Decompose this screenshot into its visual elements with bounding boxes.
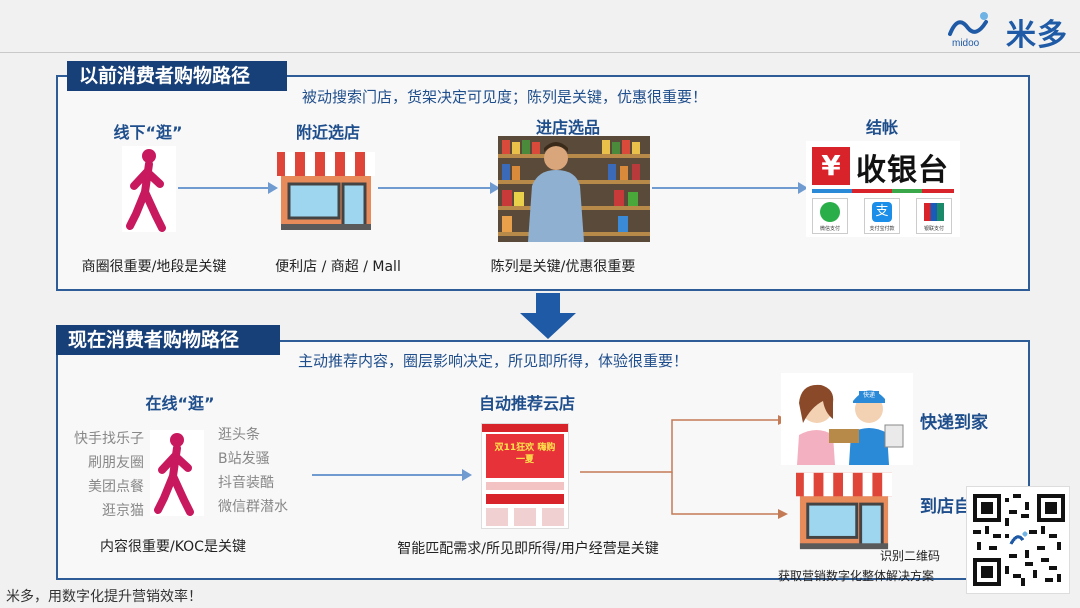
online-right-item: 抖音装酷 [218,475,274,491]
courier-cap-text: 快递 [863,391,875,399]
online-stroll-caption: 内容很重要/KOC是关键 [100,539,246,555]
before-subtitle: 被动搜索门店，货架决定可见度；陈列是关键，优惠很重要！ [302,88,708,106]
logo-sub-text: midoo [952,38,980,48]
online-left-item: 快手找乐子 [74,431,144,447]
shelf-shopper-photo [498,136,650,242]
colored-rule [812,189,852,193]
step-choose-store-title: 附近选店 [295,123,360,142]
phone-screenshot: 双11狂欢 嗨购一夏 [481,423,569,529]
store-pickup-label: 到店自 [920,497,971,517]
qr-code-icon [973,494,1065,586]
arrow-line [178,187,268,189]
arrow-head-icon [798,182,808,194]
online-left-item: 逛京猫 [102,503,144,519]
midoo-logo-icon: midoo [948,12,988,48]
down-arrow-icon [520,293,576,339]
colored-rule [812,189,954,193]
qr-hint-line1: 识别二维码 [880,549,941,563]
arrow-line [378,187,490,189]
cashier-text: 收银台 [856,153,949,188]
footer-slogan: 米多，用数字化提升营销效率！ [6,589,202,605]
walking-person-icon [150,430,204,516]
unionpay-icon: 银联支付 [916,198,952,234]
wechat-pay-label: 微信支付 [819,226,840,232]
yen-icon: ¥ [812,147,850,185]
colored-rule [892,189,922,193]
online-left-item: 刷朋友圈 [88,455,144,471]
alipay-label: 支付宝付款 [869,226,895,232]
home-delivery-label: 快递到家 [920,413,988,433]
promo-banner-text: 双11狂欢 嗨购一夏 [494,443,556,465]
online-right-item: B站发骚 [218,451,270,467]
online-right-item: 微信群潜水 [218,499,288,515]
brand-name: 米多 [1006,18,1068,53]
arrow-head-icon [462,469,472,481]
step-offline-stroll-caption: 商圈很重要/地段是关键 [81,259,227,275]
qr-code-card[interactable] [966,486,1070,594]
cashier-sign: ¥ 收银台 微信支付 支 支付宝付款 银联支付 [806,141,960,237]
cloud-store-title: 自动推荐云店 [478,394,575,413]
store-front-icon [796,472,892,550]
after-subtitle: 主动推荐内容，圈层影响决定，所见即所得，体验很重要！ [298,352,689,370]
qr-hint-line2: 获取营销数字化整体解决方案 [778,569,935,583]
online-left-item: 美团点餐 [88,479,144,495]
walking-person-icon [122,146,176,232]
cloud-store-caption: 智能匹配需求/所见即所得/用户经营是关键 [397,541,659,557]
before-panel-tag: 以前消费者购物路径 [67,61,287,91]
store-front-icon [277,152,375,230]
header-divider [0,52,1080,53]
arrow-line [312,474,462,476]
promo-banner: 双11狂欢 嗨购一夏 [486,434,564,478]
after-panel-tag: 现在消费者购物路径 [56,325,280,355]
step-select-products-caption: 陈列是关键/优惠很重要 [490,259,636,275]
wechat-pay-icon: 微信支付 [812,198,848,234]
arrow-head-icon [268,182,278,194]
courier-delivery-illustration: 快递 [781,373,913,465]
step-select-products-title: 进店选品 [535,118,600,137]
branch-arrows [580,415,788,519]
step-offline-stroll-title: 线下“逛” [113,123,183,142]
alipay-icon: 支 支付宝付款 [864,198,900,234]
online-stroll-title: 在线“逛” [145,394,215,413]
unionpay-label: 银联支付 [923,226,944,232]
arrow-line [652,187,798,189]
arrow-head-icon [490,182,500,194]
step-choose-store-caption: 便利店 / 商超 / Mall [275,259,401,275]
online-right-item: 逛头条 [218,427,260,443]
step-checkout-title: 结帐 [865,118,898,137]
